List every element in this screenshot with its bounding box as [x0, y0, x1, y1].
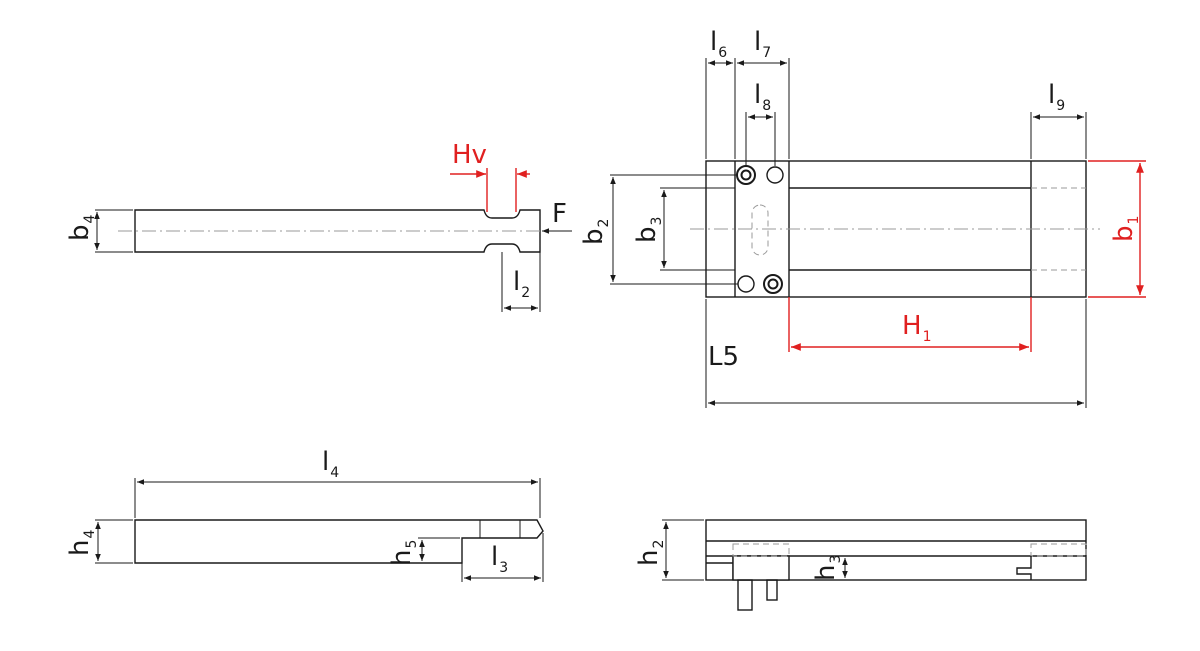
dim-b3-label: b3: [632, 217, 665, 243]
dim-b4-label: b4: [65, 214, 98, 241]
hidden-slot: [751, 204, 769, 256]
dim-h4-label: h4: [65, 530, 98, 556]
dim-l2-label: l2: [513, 267, 530, 301]
pin-hole-icon: [737, 275, 755, 293]
screw-hole-icon: [736, 165, 756, 185]
dim-h3-label: h3: [811, 555, 844, 581]
pin-large: [737, 579, 753, 611]
dim-L5-label: L5: [708, 342, 739, 372]
dim-l8-label: l8: [754, 80, 771, 114]
finger-side-outline: [134, 519, 544, 564]
dim-l3-label: l3: [491, 542, 508, 576]
dim-h5-label: h5: [387, 540, 420, 566]
screw-hole-icon: [763, 274, 783, 294]
dim-h2-label: h2: [634, 540, 667, 566]
finger-top-view: b4 F Hv l2: [65, 140, 572, 312]
body-side-view: h2 h3: [634, 519, 1087, 611]
dim-l4-label: l4: [322, 447, 339, 481]
body-top-view: l6 l7 l8 l9 b2 b3 b1 H1 L5: [579, 27, 1146, 408]
dim-l7-label: l7: [754, 27, 771, 61]
dim-hv-label: Hv: [452, 140, 487, 170]
pin-hole-icon: [766, 166, 784, 184]
dim-b2-label: b2: [579, 219, 612, 245]
pin-small: [766, 579, 778, 601]
dim-b1-label: b1: [1109, 216, 1142, 242]
dim-l9-label: l9: [1048, 80, 1065, 114]
dim-H1-label: H1: [902, 311, 931, 345]
force-label: F: [552, 199, 567, 229]
finger-side-view: l4 h4 h5 l3: [65, 447, 544, 582]
dim-l6-label: l6: [710, 27, 727, 61]
